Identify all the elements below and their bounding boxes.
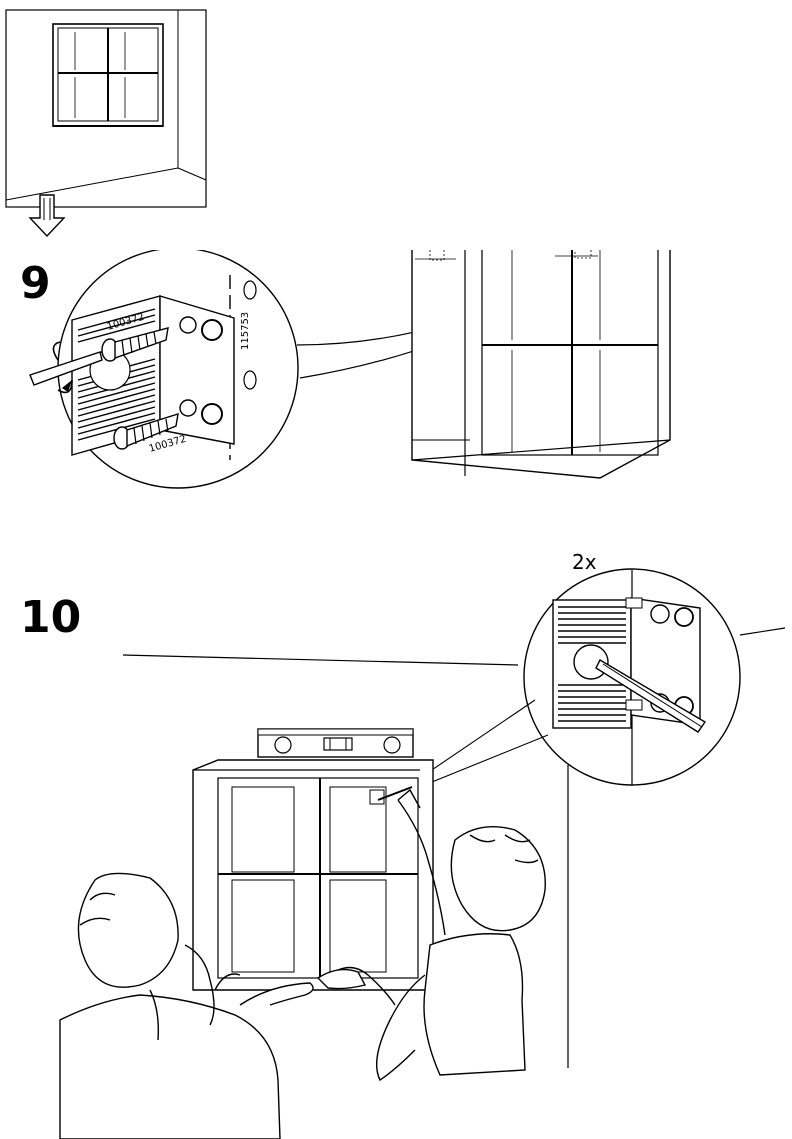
shelf-unit-icon bbox=[411, 250, 671, 479]
quantity-label: 2x bbox=[572, 550, 597, 574]
pencil-icon bbox=[595, 659, 707, 733]
bracket-part-number: 115753 bbox=[240, 312, 251, 350]
spirit-level-icon bbox=[257, 728, 414, 758]
wall-bracket-icon bbox=[71, 280, 257, 456]
overview-illustration bbox=[5, 9, 207, 238]
shelf-unit-icon bbox=[192, 759, 434, 991]
screw-icon bbox=[101, 327, 179, 450]
shelf-unit-icon bbox=[52, 23, 164, 127]
step-number: 10 bbox=[20, 592, 82, 643]
down-arrow-icon bbox=[28, 194, 66, 238]
step9-detail: 100372 100372 115753 bbox=[29, 250, 671, 489]
step10-illustration bbox=[59, 559, 786, 1139]
person-icon bbox=[316, 788, 546, 1082]
person-icon bbox=[59, 872, 314, 1139]
screwdriver-icon bbox=[29, 341, 103, 394]
step-number: 9 bbox=[20, 258, 51, 309]
pencil-icon bbox=[377, 786, 413, 801]
